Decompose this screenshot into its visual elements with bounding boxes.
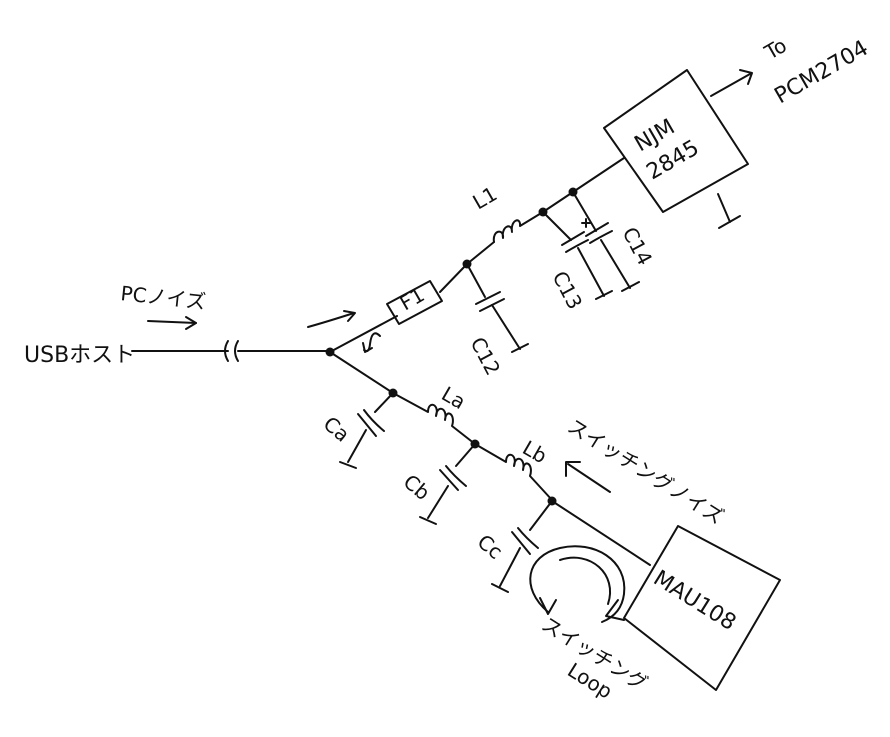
capacitor-c13 (542, 211, 613, 300)
wire-to-l1 (466, 241, 495, 265)
capacitor-cb (419, 443, 476, 525)
to-label: To (760, 33, 791, 65)
capacitor-cb-label: Cb (399, 469, 435, 505)
pc-noise-label: PCノイズ (119, 281, 206, 314)
capacitor-c13-label: C13 (548, 267, 588, 313)
capacitor-c14-label: C14 (618, 223, 658, 269)
capacitor-c14 (572, 191, 640, 292)
switching-noise-arrow (565, 461, 611, 493)
wire-to-fuse (329, 315, 398, 353)
inductor-l1 (492, 211, 544, 243)
wire-to-mau108 (551, 500, 651, 566)
capacitor-cc-label: Cc (473, 529, 508, 563)
switching-loop-arrow (529, 545, 626, 623)
wire-fuse-to-node (439, 263, 468, 293)
capacitor-ca-label: Ca (319, 411, 355, 446)
switching-noise-label: スイッチングノイズ (563, 414, 728, 529)
regulator-njm2845 (603, 69, 753, 229)
ic-mau108 (623, 525, 781, 691)
pc-noise-arrow (147, 316, 197, 330)
inductor-la (392, 392, 476, 445)
inductor-lb (474, 443, 553, 501)
wire-to-ca-node (329, 351, 394, 394)
usb-input-wire (131, 340, 331, 362)
wire-to-regulator (572, 157, 625, 193)
usb-host-label: USBホスト (24, 343, 135, 368)
wire-l1-to-regulator (542, 191, 574, 213)
capacitor-cc (491, 500, 553, 593)
ic-mau108-label: MAU108 (649, 566, 740, 636)
noise-return-arrow (362, 332, 381, 353)
fuse-f1 (386, 280, 443, 325)
capacitor-ca (339, 392, 394, 469)
noise-in-arrow (307, 310, 356, 328)
capacitor-c12 (466, 263, 529, 353)
capacitor-c12-label: C12 (466, 333, 506, 379)
inductor-l1-label: L1 (469, 182, 502, 215)
